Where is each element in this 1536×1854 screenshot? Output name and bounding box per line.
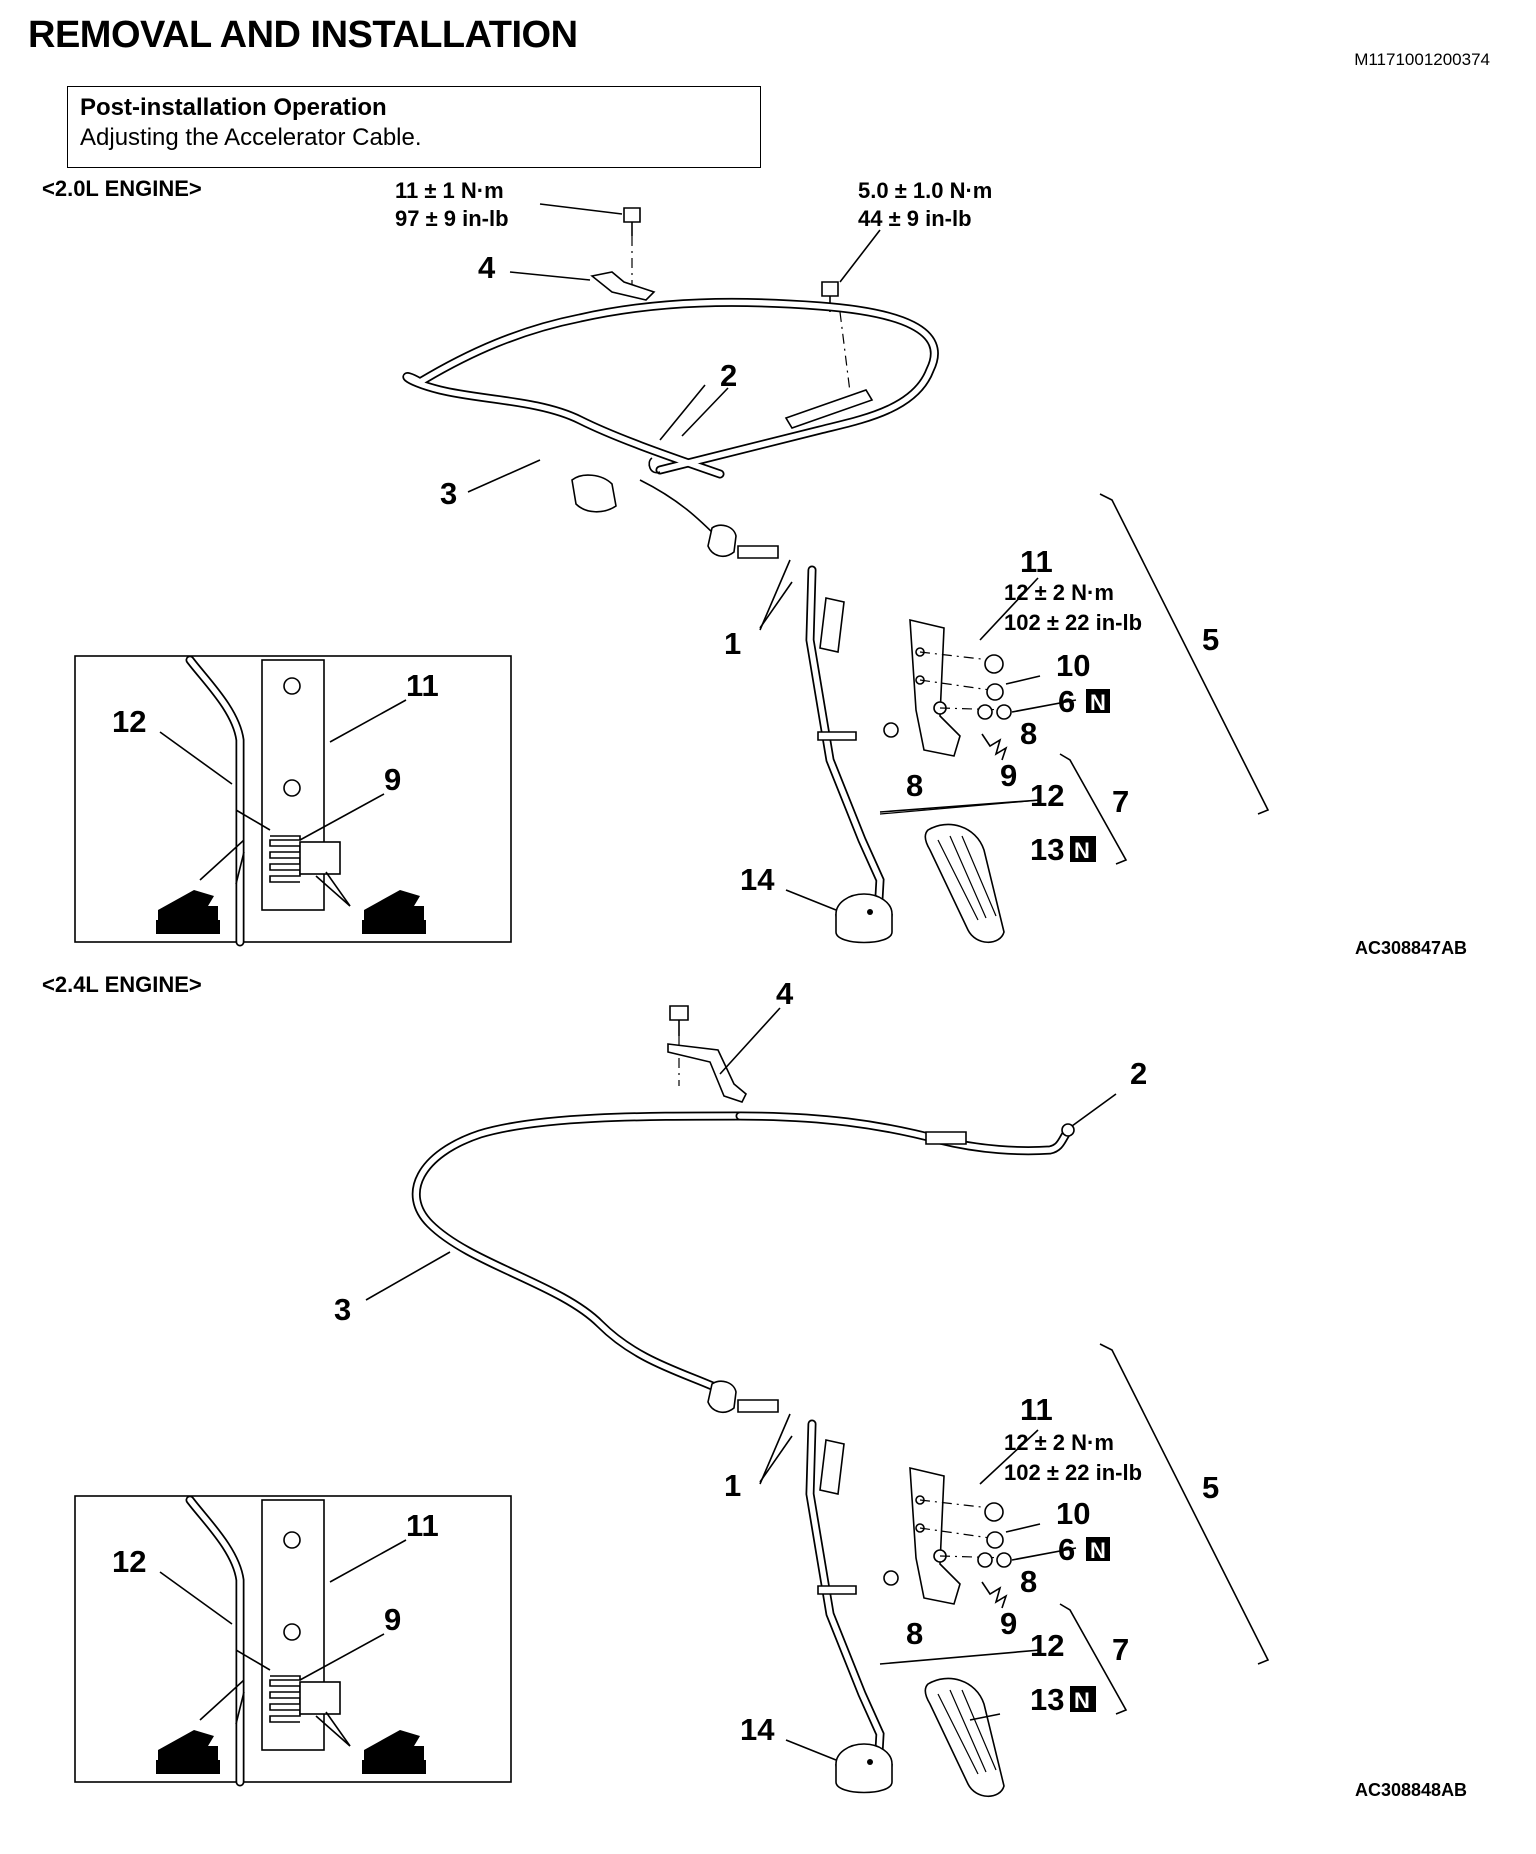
inset-callout-12: 12 bbox=[112, 704, 146, 739]
bushing-8 bbox=[883, 722, 899, 738]
torque-nm-2-bolt: 5.0 ± 1.0 N·m bbox=[858, 178, 992, 203]
accelerator-cable-3 bbox=[411, 1111, 745, 1399]
cable-bracket-4 bbox=[667, 1043, 747, 1103]
callout-9: 9 bbox=[1000, 758, 1017, 793]
callout-1: 1 bbox=[724, 1468, 741, 1503]
callout-7: 7 bbox=[1112, 1632, 1129, 1667]
callout-4: 4 bbox=[478, 250, 496, 285]
grease-applicator-icon bbox=[362, 1730, 426, 1774]
cable-bracket-2 bbox=[784, 389, 874, 429]
return-spring-9 bbox=[269, 1675, 301, 1723]
bushing-10 bbox=[986, 1531, 1004, 1549]
callout-8: 8 bbox=[906, 1616, 923, 1651]
svg-text:N: N bbox=[1074, 838, 1090, 863]
bushing-8 bbox=[883, 1570, 899, 1586]
accelerator-cable-3 bbox=[402, 297, 939, 479]
diagram-2-4l-engine: 12 ± 2 N·m 102 ± 22 in-lb 4 2 3 1 11 10 … bbox=[74, 976, 1270, 1798]
nut-icon bbox=[984, 654, 1004, 674]
callout-9: 9 bbox=[1000, 1606, 1017, 1641]
inset-callout-11: 11 bbox=[406, 668, 439, 703]
inset-callout-9: 9 bbox=[384, 1602, 401, 1637]
grease-applicator-icon bbox=[156, 1730, 220, 1774]
callout-2: 2 bbox=[720, 358, 737, 393]
torque-inlb-11: 102 ± 22 in-lb bbox=[1004, 610, 1142, 635]
callout-5: 5 bbox=[1202, 1470, 1219, 1505]
cable-adjuster bbox=[707, 1380, 737, 1414]
new-part-mark-13: N bbox=[1070, 836, 1096, 863]
stopper-14 bbox=[835, 1743, 893, 1794]
callout-11: 11 bbox=[1020, 1392, 1053, 1427]
return-spring-9 bbox=[981, 733, 1008, 761]
bushing-10 bbox=[986, 683, 1004, 701]
bushing-6 bbox=[996, 1552, 1012, 1568]
post-installation-note: Post-installation Operation Adjusting th… bbox=[67, 86, 761, 168]
grease-applicator-icon bbox=[362, 890, 426, 934]
bolt-icon bbox=[821, 281, 851, 393]
cable-bracket-4 bbox=[590, 271, 656, 301]
grease-applicator-icon bbox=[156, 890, 220, 934]
new-part-mark-6: N bbox=[1086, 1537, 1110, 1563]
torque-nm-4-bolt: 11 ± 1 N·m bbox=[395, 178, 504, 203]
return-spring-9 bbox=[981, 1581, 1008, 1609]
bushing-8 bbox=[977, 1552, 993, 1568]
callout-8: 8 bbox=[1020, 716, 1037, 751]
callout-11: 11 bbox=[1020, 544, 1053, 579]
torque-inlb-11: 102 ± 22 in-lb bbox=[1004, 1460, 1142, 1485]
inset-detail-2-4l: 12 11 9 bbox=[74, 1495, 512, 1787]
callout-14: 14 bbox=[740, 862, 775, 897]
svg-text:N: N bbox=[1074, 1688, 1090, 1713]
callout-8: 8 bbox=[906, 768, 923, 803]
callout-4: 4 bbox=[776, 976, 794, 1011]
svg-text:N: N bbox=[1090, 690, 1106, 715]
figure-code-2-4l: AC308848AB bbox=[1355, 1780, 1468, 1800]
page-title: REMOVAL AND INSTALLATION bbox=[28, 14, 578, 56]
pedal-arm-12 bbox=[805, 1419, 885, 1775]
callout-5: 5 bbox=[1202, 622, 1219, 657]
torque-inlb-4-bolt: 97 ± 9 in-lb bbox=[395, 206, 509, 231]
svg-text:N: N bbox=[1090, 1538, 1106, 1563]
new-part-mark-13: N bbox=[1070, 1686, 1096, 1713]
nut-icon bbox=[984, 1502, 1004, 1522]
diagram-2-0l-engine: 11 ± 1 N·m 97 ± 9 in-lb 5.0 ± 1.0 N·m 44… bbox=[74, 178, 1270, 947]
torque-inlb-2-bolt: 44 ± 9 in-lb bbox=[858, 206, 972, 231]
callout-8: 8 bbox=[1020, 1564, 1037, 1599]
bolt-icon bbox=[669, 1005, 689, 1086]
callout-14: 14 bbox=[740, 1712, 775, 1747]
new-part-mark-6: N bbox=[1086, 689, 1110, 715]
callout-12: 12 bbox=[1030, 1628, 1064, 1663]
torque-nm-11: 12 ± 2 N·m bbox=[1004, 580, 1114, 605]
stopper-14 bbox=[835, 893, 893, 944]
inset-callout-9: 9 bbox=[384, 762, 401, 797]
callout-6: 6 bbox=[1058, 684, 1075, 719]
section-label-2-4l: <2.4L ENGINE> bbox=[42, 972, 202, 997]
note-title: Post-installation Operation bbox=[80, 94, 387, 121]
callout-10: 10 bbox=[1056, 648, 1090, 683]
note-text: Adjusting the Accelerator Cable. bbox=[80, 124, 422, 151]
callout-3: 3 bbox=[440, 476, 457, 511]
callout-6: 6 bbox=[1058, 1532, 1075, 1567]
bushing-8 bbox=[977, 704, 993, 720]
callout-3: 3 bbox=[334, 1292, 351, 1327]
callout-12: 12 bbox=[1030, 778, 1064, 813]
inset-callout-11: 11 bbox=[406, 1508, 439, 1543]
bushing-6 bbox=[996, 704, 1012, 720]
document-id: M1171001200374 bbox=[1354, 50, 1490, 69]
section-label-2-0l: <2.0L ENGINE> bbox=[42, 176, 202, 201]
pedal-arm-12 bbox=[805, 565, 885, 921]
callout-13: 13 bbox=[1030, 1682, 1064, 1717]
figure-code-2-0l: AC308847AB bbox=[1355, 938, 1468, 958]
pedal-bracket-11 bbox=[909, 618, 961, 757]
callout-7: 7 bbox=[1112, 784, 1129, 819]
cable-end-2 bbox=[1061, 1123, 1075, 1137]
pedal-bracket-11 bbox=[909, 1466, 961, 1605]
inset-callout-12: 12 bbox=[112, 1544, 146, 1579]
inset-detail-2-0l: 12 11 9 bbox=[74, 655, 512, 947]
cable-adjuster bbox=[707, 524, 737, 558]
callout-10: 10 bbox=[1056, 1496, 1090, 1531]
callout-1: 1 bbox=[724, 626, 741, 661]
return-spring-9 bbox=[269, 835, 301, 883]
callout-2: 2 bbox=[1130, 1056, 1147, 1091]
torque-nm-11: 12 ± 2 N·m bbox=[1004, 1430, 1114, 1455]
callout-13: 13 bbox=[1030, 832, 1064, 867]
